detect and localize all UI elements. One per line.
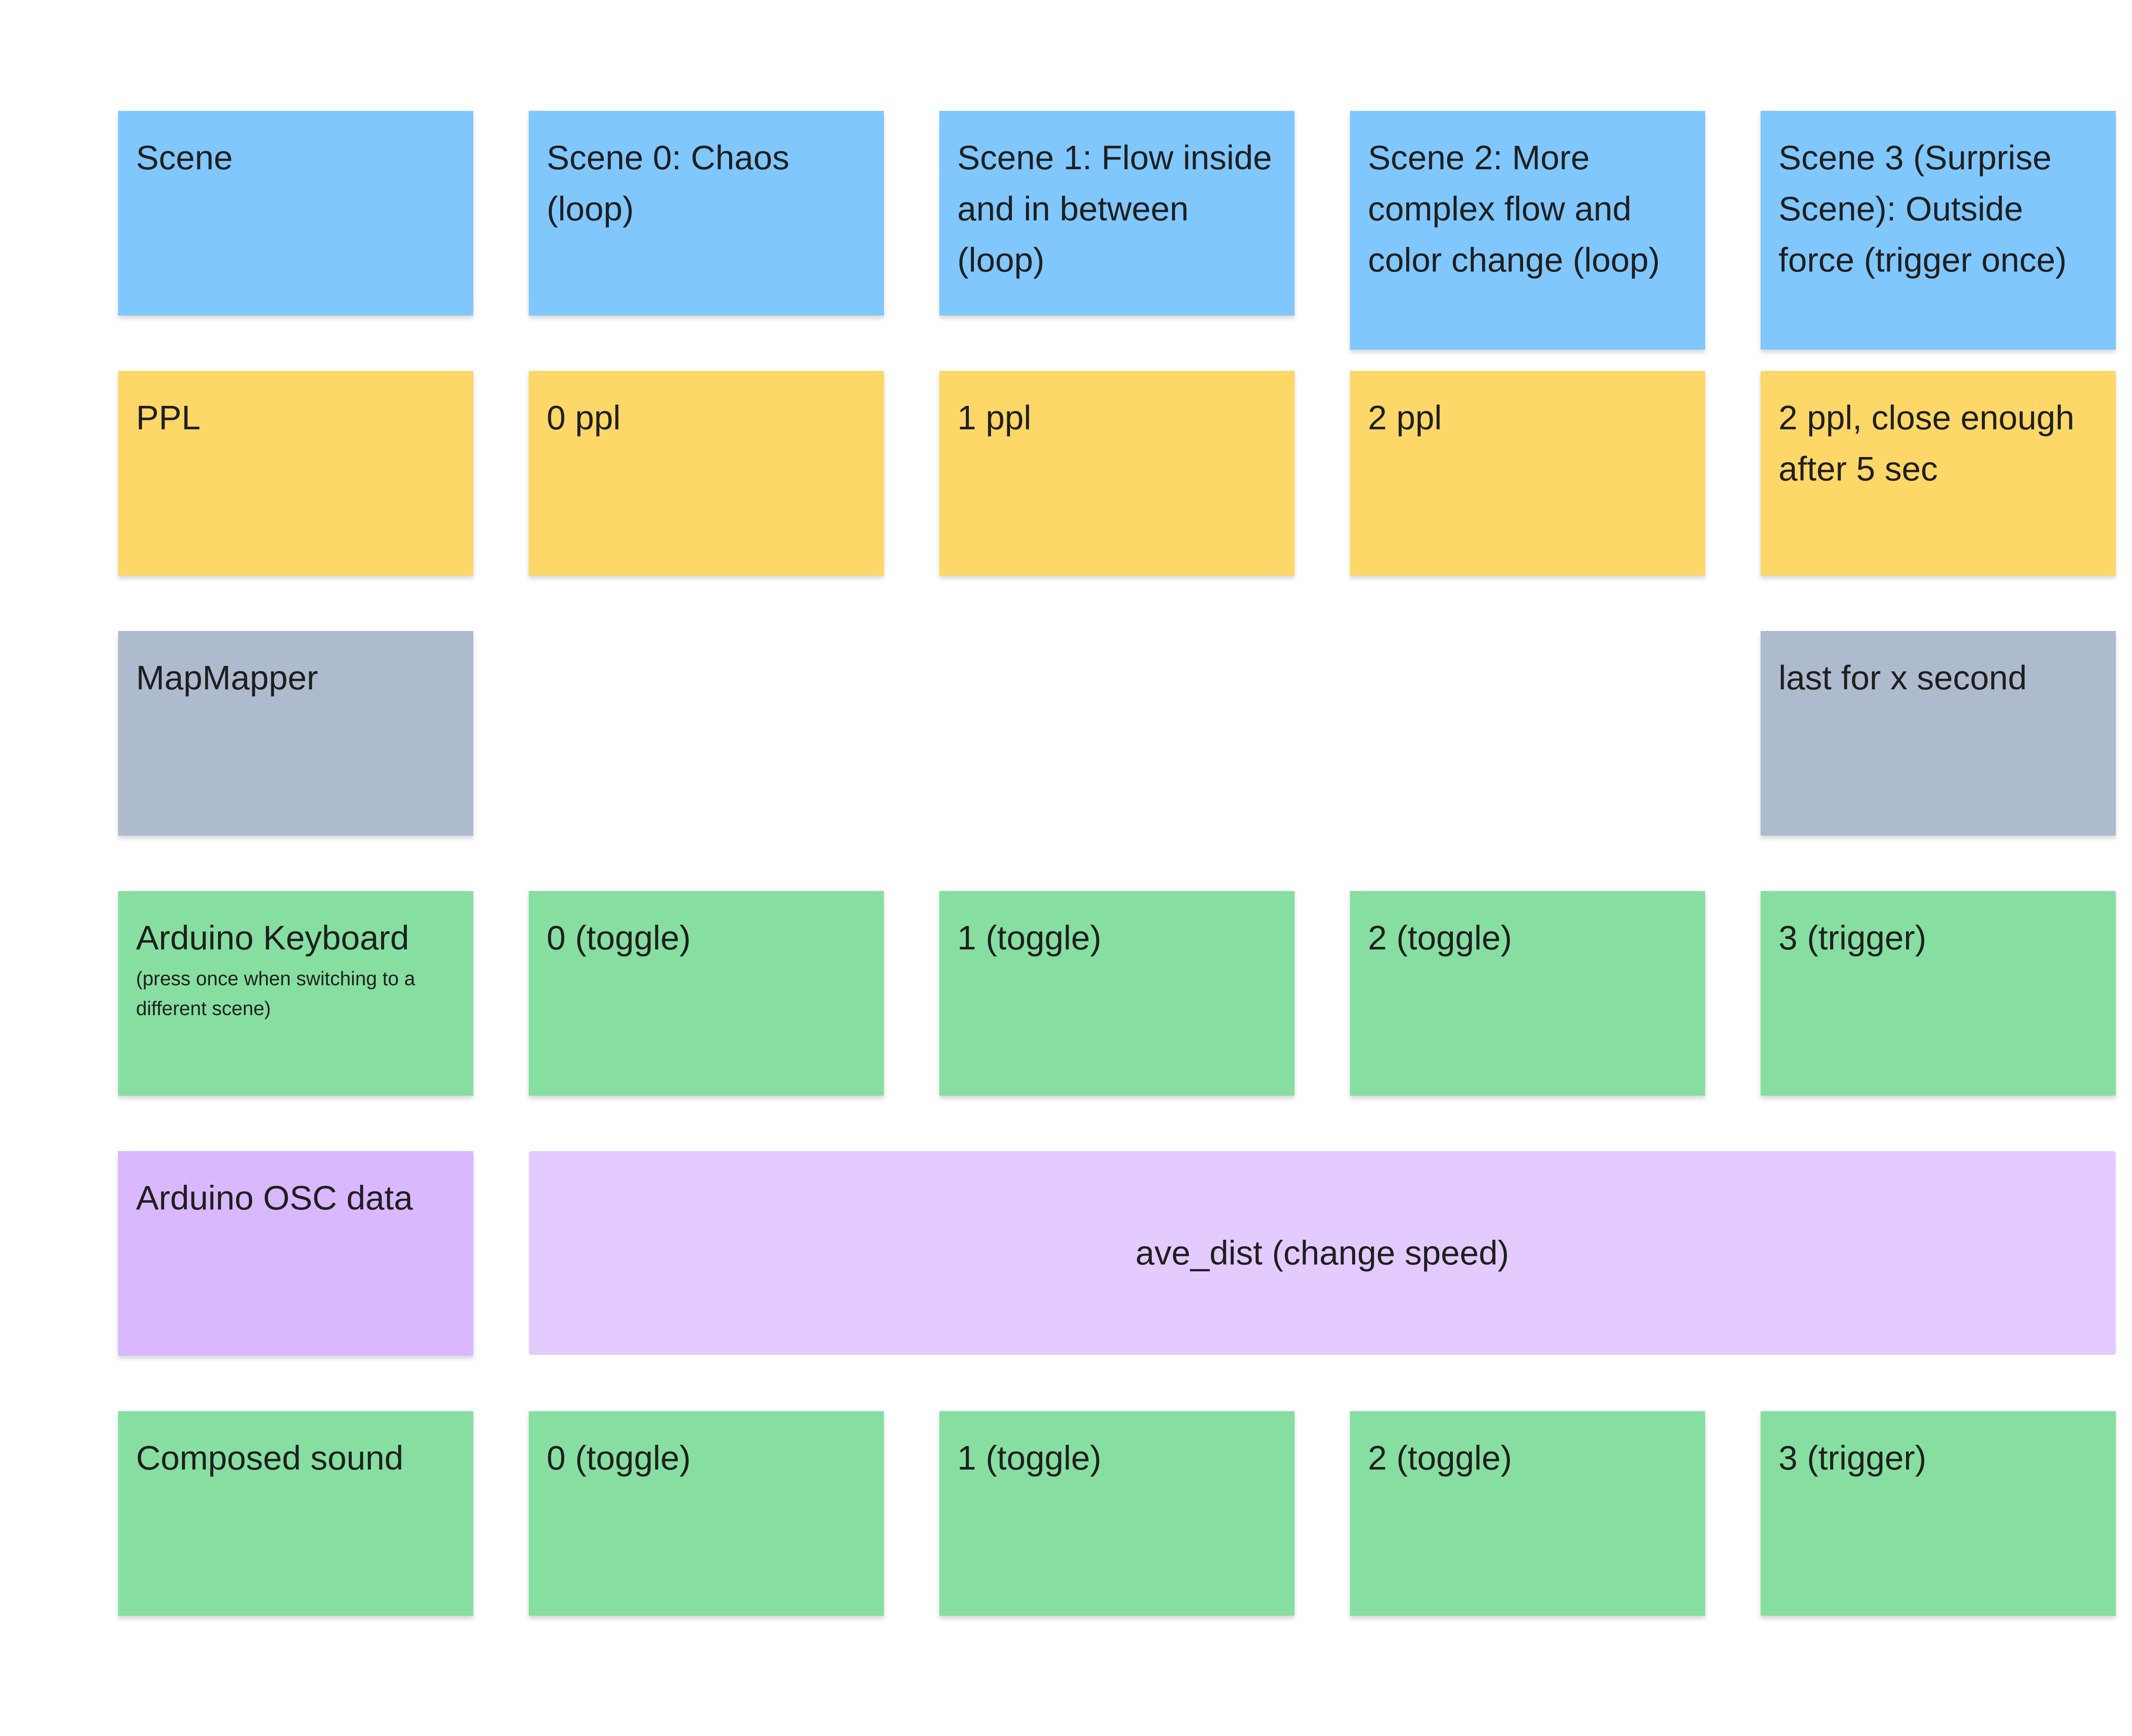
note-mapmapper-label[interactable]: MapMapper <box>118 631 473 836</box>
note-arduino-keyboard-0[interactable]: 0 (toggle) <box>529 891 884 1096</box>
note-mapmapper-3[interactable]: last for x second <box>1761 631 2116 836</box>
note-text: ave_dist (change speed) <box>1135 1234 1509 1272</box>
note-arduino-keyboard-label[interactable]: Arduino Keyboard (press once when switch… <box>118 891 473 1096</box>
note-composed-sound-2[interactable]: 2 (toggle) <box>1350 1411 1705 1616</box>
note-arduino-keyboard-2[interactable]: 2 (toggle) <box>1350 891 1705 1096</box>
note-scene-0[interactable]: Scene 0: Chaos (loop) <box>529 111 884 315</box>
note-ppl-2[interactable]: 2 ppl <box>1350 371 1705 576</box>
note-text: 2 (toggle) <box>1368 1439 1512 1477</box>
note-text: 0 ppl <box>547 399 621 437</box>
note-text: 2 (toggle) <box>1368 919 1512 957</box>
note-text: 3 (trigger) <box>1779 1439 1926 1477</box>
note-text: MapMapper <box>136 659 318 697</box>
note-text: Scene 3 (Surprise Scene): Outside force … <box>1779 139 2067 279</box>
note-composed-sound-1[interactable]: 1 (toggle) <box>939 1411 1295 1616</box>
note-arduino-keyboard-1[interactable]: 1 (toggle) <box>939 891 1295 1096</box>
note-scene-2[interactable]: Scene 2: More complex flow and color cha… <box>1350 111 1705 350</box>
note-subtext: (press once when switching to a differen… <box>136 967 415 1019</box>
note-text: 0 (toggle) <box>547 919 691 957</box>
note-text: 1 (toggle) <box>957 1439 1101 1477</box>
note-composed-sound-3[interactable]: 3 (trigger) <box>1761 1411 2116 1616</box>
note-text: 1 (toggle) <box>957 919 1101 957</box>
note-text: Arduino OSC data <box>136 1179 413 1217</box>
note-text: 2 ppl, close enough after 5 sec <box>1779 399 2074 488</box>
note-text: Scene 1: Flow inside and in between (loo… <box>957 139 1272 279</box>
note-text: PPL <box>136 399 201 437</box>
note-text: last for x second <box>1779 659 2027 697</box>
note-ppl-3[interactable]: 2 ppl, close enough after 5 sec <box>1761 371 2116 576</box>
note-text: Scene 2: More complex flow and color cha… <box>1368 139 1660 279</box>
note-composed-sound-0[interactable]: 0 (toggle) <box>529 1411 884 1616</box>
note-arduino-osc-label[interactable]: Arduino OSC data <box>118 1151 473 1356</box>
note-scene-label[interactable]: Scene <box>118 111 473 315</box>
note-text: Scene 0: Chaos (loop) <box>547 139 790 228</box>
note-arduino-osc-span[interactable]: ave_dist (change speed) <box>529 1151 2116 1355</box>
note-text: Composed sound <box>136 1439 404 1477</box>
note-text: Scene <box>136 139 233 176</box>
note-arduino-keyboard-3[interactable]: 3 (trigger) <box>1761 891 2116 1096</box>
note-composed-sound-label[interactable]: Composed sound <box>118 1411 473 1616</box>
note-text: 2 ppl <box>1368 399 1442 437</box>
note-text: 1 ppl <box>957 399 1031 437</box>
note-ppl-0[interactable]: 0 ppl <box>529 371 884 576</box>
note-text: 3 (trigger) <box>1779 919 1926 957</box>
note-ppl-1[interactable]: 1 ppl <box>939 371 1295 576</box>
note-text: 0 (toggle) <box>547 1439 691 1477</box>
note-ppl-label[interactable]: PPL <box>118 371 473 576</box>
note-scene-1[interactable]: Scene 1: Flow inside and in between (loo… <box>939 111 1295 315</box>
note-scene-3[interactable]: Scene 3 (Surprise Scene): Outside force … <box>1761 111 2116 350</box>
note-text: Arduino Keyboard <box>136 919 409 957</box>
